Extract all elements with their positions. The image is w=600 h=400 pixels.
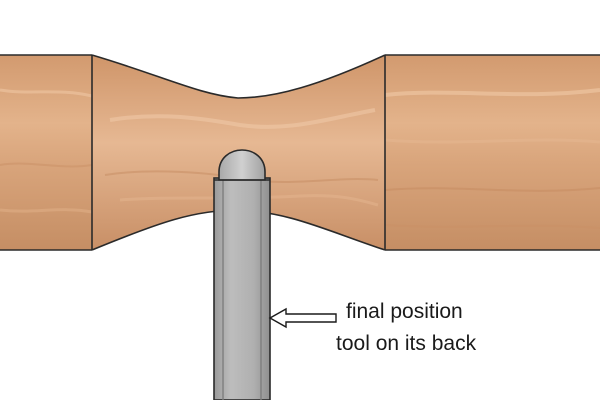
wood-left-section — [0, 55, 93, 250]
annotation-line-2: tool on its back — [336, 332, 477, 355]
wood-right-section — [384, 55, 600, 250]
pointer-arrow — [268, 307, 337, 329]
turning-tool — [213, 149, 271, 400]
annotation-line-1: final position — [346, 300, 463, 323]
